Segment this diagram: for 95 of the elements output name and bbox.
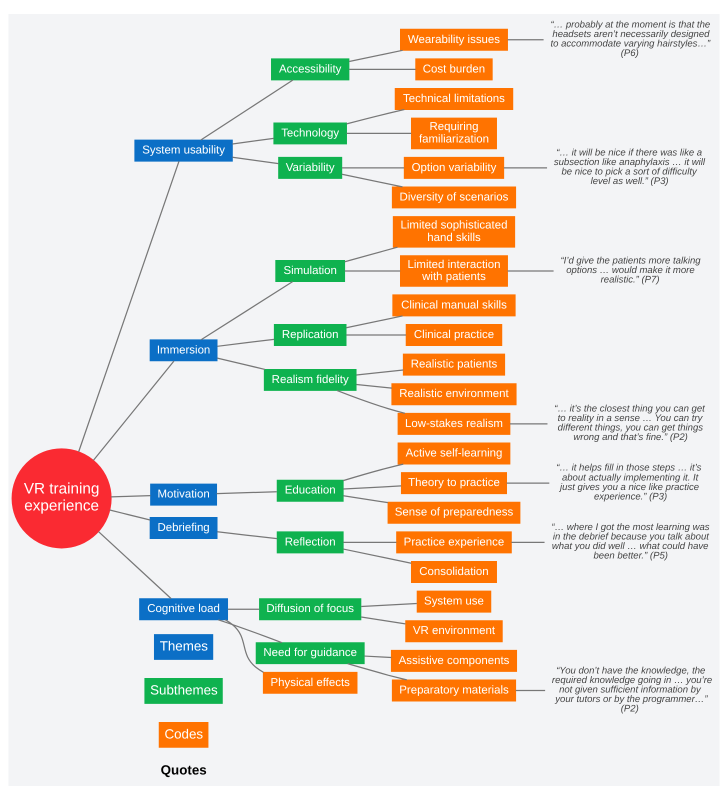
connector	[344, 270, 400, 272]
node-box: Motivation	[150, 483, 218, 506]
legend-label: Quotes	[160, 762, 207, 777]
node-box: Low-stakes realism	[398, 412, 510, 434]
node-box: Theory to practice	[400, 472, 508, 494]
node-box: Limited sophisticated hand skills	[392, 216, 516, 248]
node-box: Debriefing	[150, 516, 218, 539]
node-box: Immersion	[150, 338, 218, 361]
connector	[346, 108, 405, 124]
connector	[364, 654, 392, 658]
node-box: Limited interaction with patients	[400, 254, 508, 286]
connector	[217, 338, 274, 346]
node-box: Active self-learning	[398, 442, 510, 464]
legend-label: Subthemes	[150, 682, 218, 697]
legend-label: Themes	[160, 638, 208, 654]
connector	[110, 508, 150, 520]
node-text: “… it helps fill in those steps … it’s about actually implementing it. It just gives you a nice like practice experience.” (P3)	[556, 462, 702, 502]
node-text: “… probably at the moment is that the headsets aren’t necessarily designed to accommodate varying hairstyles…” (P6)	[550, 18, 710, 59]
node-box: System use	[416, 590, 492, 612]
node-box: Simulation	[275, 260, 346, 282]
connector	[346, 334, 406, 336]
connector	[511, 541, 545, 542]
connector	[232, 156, 279, 164]
node-box: Option variability	[404, 156, 504, 178]
connector	[508, 38, 544, 40]
connector	[342, 166, 404, 168]
connector	[504, 166, 548, 168]
connector	[344, 246, 398, 262]
connector	[356, 368, 404, 376]
legend-label: Codes	[164, 726, 204, 741]
node-box: VR environment	[405, 620, 503, 642]
connector	[361, 616, 406, 624]
node-text: “… it will be nice if there was like a subsection like anaphylaxis … it will be nice to pick a sort of difficulty level as well.” (P3)	[554, 146, 706, 187]
connector	[347, 662, 407, 680]
connector	[506, 482, 550, 484]
node-text: “I’d give the patients more talking options … would make it more realistic.” (P7)	[560, 254, 701, 285]
node-box: Realistic patients	[402, 353, 506, 376]
node-box: Technical limitations	[394, 88, 514, 110]
connector	[216, 490, 277, 494]
node-box: Diversity of scenarios	[392, 186, 516, 208]
node-box: Cognitive load	[139, 598, 228, 620]
connector	[343, 484, 402, 490]
connector	[217, 530, 278, 539]
node-box: Realism fidelity	[264, 368, 357, 390]
connector	[111, 494, 151, 497]
node-box: Physical effects	[262, 671, 358, 694]
connector	[343, 462, 404, 481]
node-text: “… it’s the closest thing you can get to reality in a sense … You can try different things, you can get things wrong and that’s fine.” (P2)	[554, 402, 705, 443]
connector	[508, 270, 554, 272]
connector	[228, 608, 260, 610]
connector	[217, 357, 266, 370]
node-box: Accessibility	[271, 58, 350, 80]
node-box: Realistic environment	[391, 382, 517, 405]
node-box: Variability	[278, 156, 342, 178]
node-box: Replication	[274, 324, 346, 346]
node-box: Cost burden	[415, 58, 493, 80]
connector	[343, 494, 388, 503]
connector	[78, 160, 180, 452]
connector	[343, 548, 412, 564]
node-box: Practice experience	[396, 530, 512, 553]
node-box: Technology	[273, 122, 347, 144]
connector	[342, 173, 403, 187]
connector	[225, 618, 264, 672]
node-box: System usability	[134, 139, 233, 162]
node-box: Preparatory materials	[392, 678, 516, 701]
connector	[516, 689, 546, 691]
node-box: Consolidation	[410, 560, 497, 582]
connector	[349, 68, 416, 70]
connector	[98, 530, 172, 599]
node-box: Wearability issues	[400, 28, 508, 50]
node-box: Requiring familiarization	[410, 117, 497, 149]
connector	[361, 602, 417, 607]
connector	[93, 360, 174, 460]
connector	[336, 390, 406, 414]
connector	[232, 137, 274, 144]
node-box: Diffusion of focus	[259, 598, 362, 620]
connector	[510, 422, 548, 424]
node-circle: VR training experience	[12, 448, 112, 548]
connector	[349, 49, 403, 62]
connector	[346, 132, 412, 134]
connector	[218, 618, 282, 643]
node-text: “… where I got the most learning was in the debrief because you talk about what you did well … what could have been better.” (P5)	[551, 521, 710, 562]
node-box: Reflection	[276, 530, 344, 553]
connector	[346, 314, 403, 328]
node-box: Clinical manual skills	[392, 294, 516, 316]
node-box: Clinical practice	[406, 324, 502, 346]
node-box: Education	[276, 479, 344, 502]
node-box: Need for guidance	[256, 642, 365, 664]
node-box: Assistive components	[390, 649, 518, 672]
connector	[200, 280, 293, 340]
connector	[200, 79, 294, 140]
connector	[356, 383, 392, 388]
node-box: Sense of preparedness	[388, 501, 520, 524]
connector	[343, 541, 396, 542]
node-text: “You don’t have the knowledge, the required knowledge going in … you’re not given sufficient information by your tutors or by the programmer…” (P2)	[552, 664, 712, 714]
